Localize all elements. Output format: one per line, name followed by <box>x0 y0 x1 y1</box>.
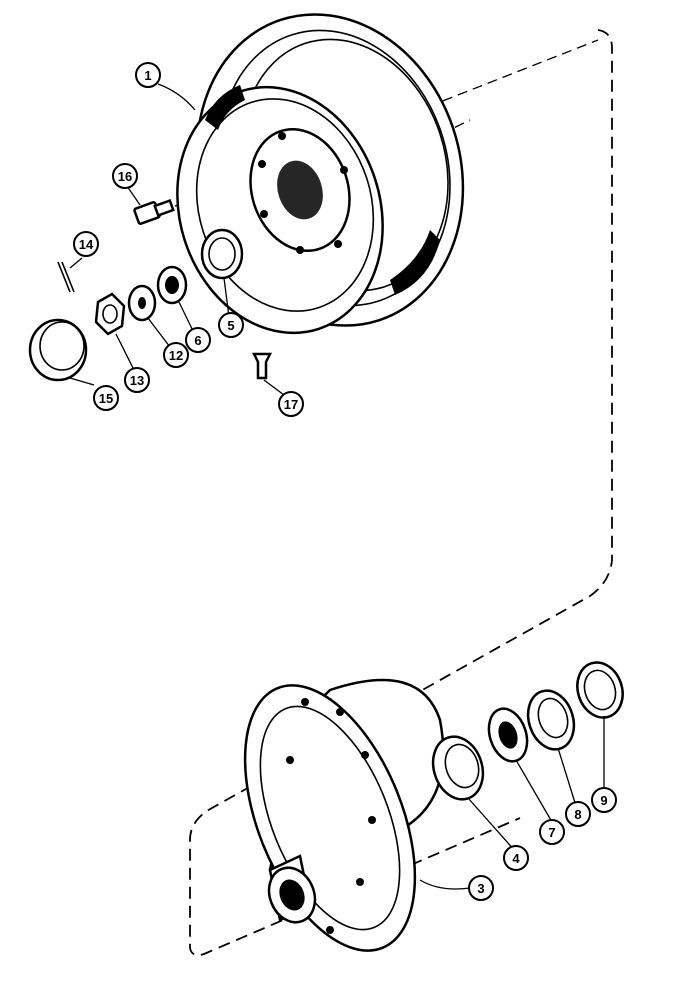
axis-line-upper <box>159 39 599 213</box>
callout-17: 17 <box>278 391 304 417</box>
bearing-cup-outer <box>200 228 244 280</box>
callout-7: 7 <box>539 819 565 845</box>
callout-12: 12 <box>163 342 189 368</box>
svg-text:6: 6 <box>194 333 201 348</box>
cotter-pin <box>57 261 75 293</box>
castle-nut <box>94 292 126 336</box>
svg-text:7: 7 <box>548 825 555 840</box>
callout-16: 16 <box>112 163 138 189</box>
callout-3: 3 <box>468 875 494 901</box>
svg-text:14: 14 <box>79 237 94 252</box>
svg-text:5: 5 <box>227 318 234 333</box>
svg-text:17: 17 <box>284 397 298 412</box>
callout-8: 8 <box>565 801 591 827</box>
callout-15: 15 <box>93 385 119 411</box>
hub-cap <box>28 318 88 382</box>
callout-4: 4 <box>503 845 529 871</box>
callout-6: 6 <box>185 327 211 353</box>
svg-text:13: 13 <box>130 373 144 388</box>
grease-seal <box>576 661 624 719</box>
callout-14: 14 <box>73 231 99 257</box>
assembly-boundary-dashed-line <box>189 29 613 957</box>
wheel-rim <box>176 13 465 335</box>
callout-1: 1 <box>135 62 161 88</box>
wheel-hub <box>243 678 445 952</box>
wheel-bolt <box>133 198 175 225</box>
svg-text:8: 8 <box>574 807 581 822</box>
callout-9: 9 <box>591 787 617 813</box>
svg-text:15: 15 <box>99 391 113 406</box>
valve-stem <box>251 352 273 380</box>
callout-5: 5 <box>218 312 244 338</box>
seal-ring <box>526 689 576 751</box>
svg-text:4: 4 <box>512 851 520 866</box>
washer <box>127 284 157 322</box>
bearing-cone-outer <box>156 265 188 305</box>
svg-text:9: 9 <box>600 793 607 808</box>
bearing-cone-inner <box>487 707 529 763</box>
svg-text:16: 16 <box>118 169 132 184</box>
svg-text:12: 12 <box>169 348 183 363</box>
svg-text:1: 1 <box>144 68 151 83</box>
callout-13: 13 <box>124 367 150 393</box>
svg-text:3: 3 <box>477 881 484 896</box>
